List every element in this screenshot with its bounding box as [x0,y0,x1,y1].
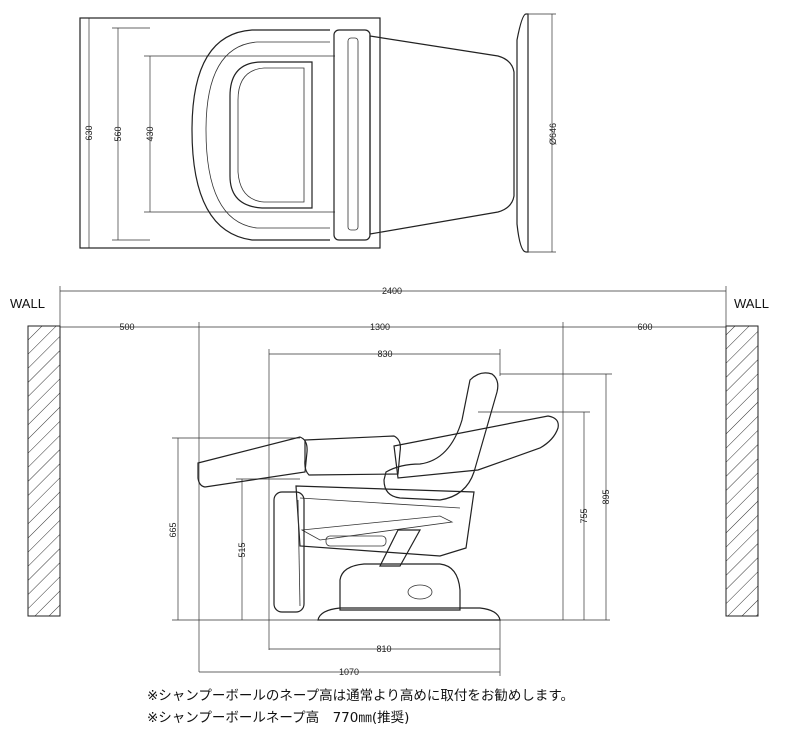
note-line-1: ※シャンプーボールのネープ高は通常より高めに取付をお勧めします。 [147,688,574,704]
wall-left-label: WALL [10,296,45,311]
top-outer-frame [79,17,381,249]
base-disk [516,13,529,253]
seat-frame [295,485,475,557]
side-view: WALL WALL 2400 500 1300 600 830 665 515 … [10,286,769,677]
dim-755-label: 755 [579,508,589,523]
dim-665-label: 665 [168,522,178,537]
bowl-outline [191,29,330,241]
bowl-inner-outline [205,41,330,229]
dim-515-label: 515 [237,542,247,557]
seat-cushion [304,435,401,476]
base-plate [317,607,501,621]
leg-rest [197,436,308,488]
dim-895-label: 895 [601,489,611,504]
seat-panel [333,29,371,241]
wall-left [27,325,61,617]
pump-housing [339,563,461,611]
dim-1300-label: 1300 [370,322,390,332]
lift-column [379,529,422,567]
link-bar [325,535,387,547]
dim-430-line [144,55,335,213]
leg-panel [273,491,305,613]
pump-emblem [407,584,433,600]
dim-560-label: 560 [113,126,123,141]
dim-2400-label: 2400 [382,286,402,296]
arm-linkage [300,515,454,541]
backrest-top [369,35,515,235]
bowl-basin [229,61,313,209]
dim-830-label: 830 [377,349,392,359]
top-view: 630 560 430 Ø646 [79,13,558,253]
dim-560-line [112,27,150,241]
dim-diameter-label: Ø646 [548,123,558,145]
dim-630-label: 630 [84,125,94,140]
seat-slot [347,37,359,231]
dim-810-label: 810 [376,644,391,654]
dim-1070-label: 1070 [339,667,359,677]
wall-right-label: WALL [734,296,769,311]
note-line-2: ※シャンプーボールネープ高 770㎜(推奨) [147,710,410,726]
frame-rail [299,497,461,509]
dim-500-label: 500 [119,322,134,332]
dim-430-label: 430 [145,126,155,141]
bowl-basin-inner [237,67,305,203]
backrest-lower [393,415,559,479]
headrest [383,372,499,501]
chair-side [197,372,559,621]
leg-panel-inner [297,499,301,607]
dim-630-line [82,17,380,249]
dim-600-label: 600 [637,322,652,332]
wall-right [725,325,759,617]
